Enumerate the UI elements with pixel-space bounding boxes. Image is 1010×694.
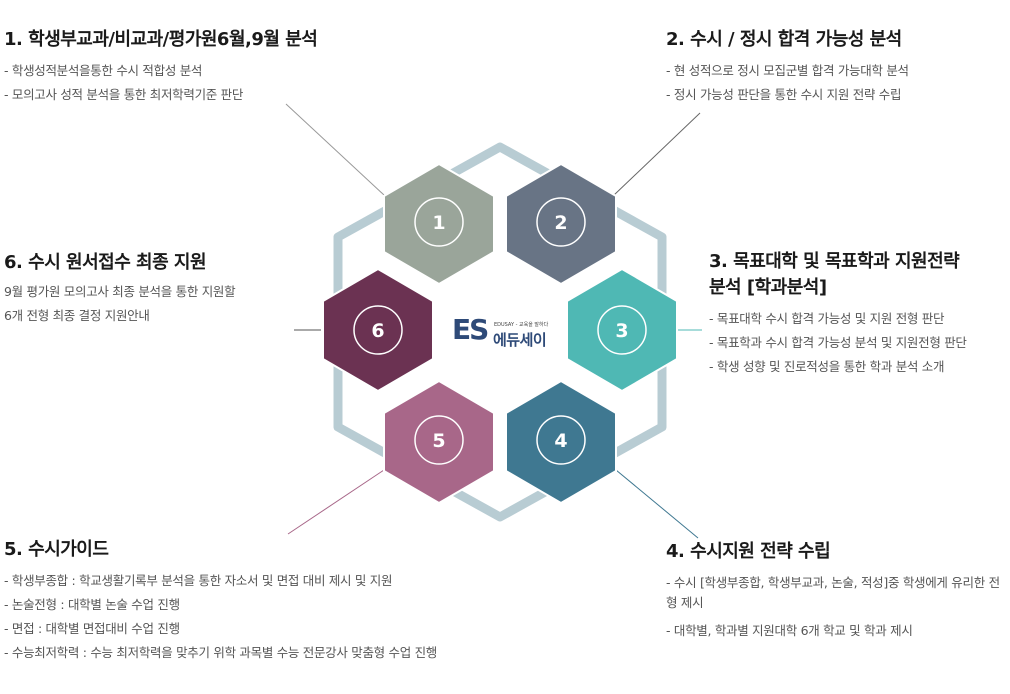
section-1-title: 1. 학생부교과/비교과/평가원6월,9월 분석 <box>4 29 318 50</box>
list-item: - 목표학과 수시 합격 가능성 분석 및 지원전형 판단 <box>709 335 967 350</box>
section-3-list: - 목표대학 수시 합격 가능성 및 지원 전형 판단 - 목표학과 수시 합격… <box>709 307 1009 379</box>
section-2-title: 2. 수시 / 정시 합격 가능성 분석 <box>666 29 902 50</box>
section-6: 6. 수시 원서접수 최종 지원 9월 평가원 모의고사 최종 분석을 통한 지… <box>4 250 304 328</box>
connector-line-2 <box>612 112 701 197</box>
connector-line-4 <box>615 469 699 539</box>
hexagon-3[interactable]: 3 <box>566 267 678 393</box>
section-4: 4. 수시지원 전략 수립 - 수시 [학생부종합, 학생부교과, 논술, 적성… <box>666 539 1006 643</box>
hexagon-6-ring <box>353 305 403 355</box>
list-item: - 학생부종합 : 학교생활기록부 분석을 통한 자소서 및 면접 대비 제시 … <box>4 573 393 588</box>
hexagon-4[interactable]: 4 <box>505 379 617 505</box>
hexagon-3-number: 3 <box>615 320 628 342</box>
section-1: 1. 학생부교과/비교과/평가원6월,9월 분석 - 학생성적분석을통한 수시 … <box>4 27 384 107</box>
edusay-logo: ES EDUSAY - 교육을 말하다 에듀세이 <box>452 314 562 354</box>
hexagon-2-number: 2 <box>554 212 567 234</box>
section-6-title: 6. 수시 원서접수 최종 지원 <box>4 252 207 273</box>
hexagon-4-ring <box>536 415 586 465</box>
hexagon-1[interactable]: 1 <box>383 162 495 286</box>
list-item: - 현 성적으로 정시 모집군별 합격 가능대학 분석 <box>666 63 909 78</box>
section-1-list: - 학생성적분석을통한 수시 적합성 분석 - 모의고사 성적 분석을 통한 최… <box>4 59 384 107</box>
section-6-list: 9월 평가원 모의고사 최종 분석을 통한 지원할 6개 전형 최종 결정 지원… <box>4 280 304 328</box>
section-2: 2. 수시 / 정시 합격 가능성 분석 - 현 성적으로 정시 모집군별 합격… <box>666 27 1006 107</box>
list-item: 9월 평가원 모의고사 최종 분석을 통한 지원할 <box>4 284 236 299</box>
logo-letters: ES <box>452 313 489 346</box>
hexagon-4-number: 4 <box>554 430 567 452</box>
section-5-title: 5. 수시가이드 <box>4 539 109 560</box>
connector-line-5 <box>287 469 385 535</box>
hexagon-5-number: 5 <box>432 430 445 452</box>
list-item: - 모의고사 성적 분석을 통한 최저학력기준 판단 <box>4 87 244 102</box>
list-item: - 논술전형 : 대학별 논술 수업 진행 <box>4 597 180 612</box>
section-3: 3. 목표대학 및 목표학과 지원전략 분석 [학과분석] - 목표대학 수시 … <box>709 249 1009 379</box>
section-2-list: - 현 성적으로 정시 모집군별 합격 가능대학 분석 - 정시 가능성 판단을… <box>666 59 1006 107</box>
hexagon-2[interactable]: 2 <box>505 162 617 286</box>
hexagon-1-ring <box>414 197 464 247</box>
hexagon-5-ring <box>414 415 464 465</box>
list-item: - 대학별, 학과별 지원대학 6개 학교 및 학과 제시 <box>666 623 913 638</box>
hexagon-1-number: 1 <box>432 212 445 234</box>
connector-line-1 <box>285 103 385 196</box>
hexagon-6-number: 6 <box>371 320 384 342</box>
list-item: - 수능최저학력 : 수능 최저학력을 맞추기 위학 과목별 수능 전문강사 맞… <box>4 645 438 660</box>
logo-name: 에듀세이 <box>493 331 547 349</box>
list-item: - 목표대학 수시 합격 가능성 및 지원 전형 판단 <box>709 311 945 326</box>
section-4-list: - 수시 [학생부종합, 학생부교과, 논술, 적성]중 학생에게 유리한 전형… <box>666 573 1006 643</box>
section-3-title-line2: 분석 [학과분석] <box>709 277 827 298</box>
section-3-title-line1: 3. 목표대학 및 목표학과 지원전략 <box>709 251 960 272</box>
section-5: 5. 수시가이드 - 학생부종합 : 학교생활기록부 분석을 통한 자소서 및 … <box>4 537 564 665</box>
list-item: 6개 전형 최종 결정 지원안내 <box>4 308 150 323</box>
list-item: - 면접 : 대학별 면접대비 수업 진행 <box>4 621 180 636</box>
list-item: - 학생성적분석을통한 수시 적합성 분석 <box>4 63 203 78</box>
logo-tagline: EDUSAY - 교육을 말하다 <box>494 322 549 328</box>
list-item: - 정시 가능성 판단을 통한 수시 지원 전략 수립 <box>666 87 902 102</box>
hexagon-6[interactable]: 6 <box>322 267 434 393</box>
list-item: - 수시 [학생부종합, 학생부교과, 논술, 적성]중 학생에게 유리한 전형… <box>666 575 1000 610</box>
hexagon-3-ring <box>597 305 647 355</box>
outer-frame-hexagon <box>333 142 667 522</box>
hexagon-2-ring <box>536 197 586 247</box>
section-4-title: 4. 수시지원 전략 수립 <box>666 541 831 562</box>
list-item: - 학생 성향 및 진로적성을 통한 학과 분석 소개 <box>709 359 945 374</box>
hexagon-5[interactable]: 5 <box>383 379 495 505</box>
section-5-list: - 학생부종합 : 학교생활기록부 분석을 통한 자소서 및 면접 대비 제시 … <box>4 569 564 665</box>
